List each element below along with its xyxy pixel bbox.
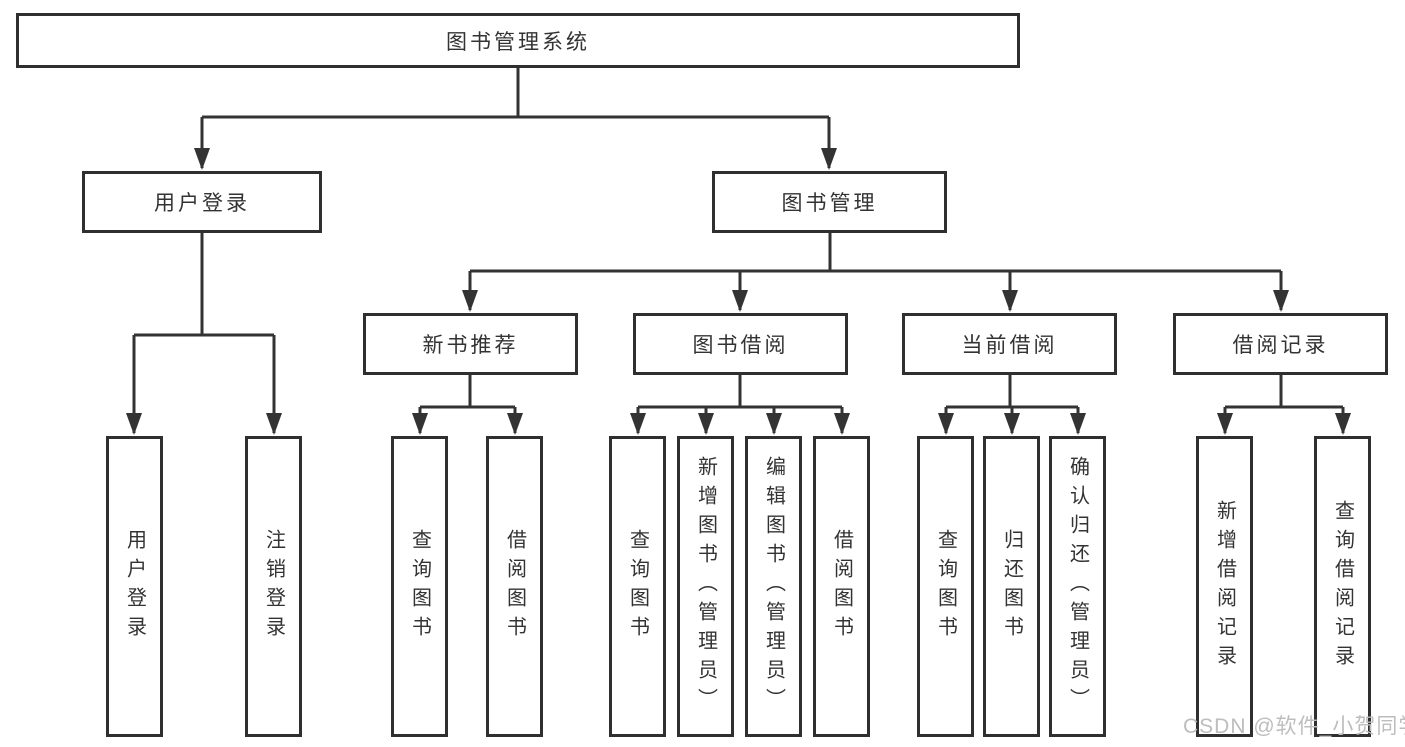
leaf-query-books-1: 查询图书: [391, 436, 448, 737]
edges-user-login: [126, 233, 282, 435]
leaf-add-book-admin-label: 新增图书（管理员）: [694, 456, 717, 717]
leaf-edit-book-admin-label: 编辑图书（管理员）: [762, 456, 785, 717]
leaf-add-borrow-record: 新增借阅记录: [1196, 436, 1253, 737]
leaf-query-books-2-label: 查询图书: [626, 528, 649, 645]
leaf-return-books: 归还图书: [983, 436, 1040, 737]
node-user-login: 用户登录: [82, 171, 322, 233]
node-borrowing-records: 借阅记录: [1173, 313, 1388, 375]
node-current-borrowing: 当前借阅: [902, 313, 1117, 375]
node-root: 图书管理系统: [16, 13, 1020, 68]
leaf-query-borrow-record: 查询借阅记录: [1314, 436, 1371, 737]
edges-book-management: [462, 233, 1289, 312]
leaf-confirm-return-admin-label: 确认归还（管理员）: [1066, 456, 1089, 717]
node-borrowing-records-label: 借阅记录: [1232, 334, 1329, 357]
edges-book-borrowing: [630, 375, 850, 435]
leaf-borrow-books-1: 借阅图书: [486, 436, 543, 737]
leaf-query-borrow-record-label: 查询借阅记录: [1331, 499, 1354, 674]
edges-current-borrowing: [938, 375, 1086, 435]
node-user-login-label: 用户登录: [154, 192, 250, 215]
node-book-borrowing: 图书借阅: [633, 313, 848, 375]
node-current-borrowing-label: 当前借阅: [961, 334, 1058, 357]
leaf-borrow-books-2: 借阅图书: [813, 436, 870, 737]
leaf-return-books-label: 归还图书: [1000, 528, 1023, 645]
leaf-edit-book-admin: 编辑图书（管理员）: [745, 436, 802, 737]
csdn-watermark: CSDN @软件_小贺同学: [1183, 715, 1405, 738]
node-book-management: 图书管理: [712, 171, 947, 233]
leaf-user-login: 用户登录: [106, 436, 163, 737]
leaf-borrow-books-1-label: 借阅图书: [503, 528, 526, 645]
leaf-user-login-label: 用户登录: [123, 528, 146, 645]
node-book-borrowing-label: 图书借阅: [692, 334, 789, 357]
edges-borrowing-records: [1217, 375, 1351, 435]
edges-new-book-recommendation: [412, 375, 523, 435]
leaf-add-book-admin: 新增图书（管理员）: [677, 436, 734, 737]
edges-root: [194, 68, 837, 170]
leaf-logout-login-label: 注销登录: [262, 528, 285, 645]
leaf-query-books-1-label: 查询图书: [408, 528, 431, 645]
leaf-borrow-books-2-label: 借阅图书: [830, 528, 853, 645]
node-root-label: 图书管理系统: [446, 30, 590, 54]
leaf-add-borrow-record-label: 新增借阅记录: [1213, 499, 1236, 674]
leaf-query-books-3-label: 查询图书: [934, 528, 957, 645]
leaf-logout-login: 注销登录: [245, 436, 302, 737]
node-book-management-label: 图书管理: [781, 192, 878, 215]
leaf-query-books-2: 查询图书: [609, 436, 666, 737]
leaf-confirm-return-admin: 确认归还（管理员）: [1049, 436, 1106, 737]
node-new-book-recommendation-label: 新书推荐: [422, 334, 519, 357]
leaf-query-books-3: 查询图书: [917, 436, 974, 737]
node-new-book-recommendation: 新书推荐: [363, 313, 578, 375]
